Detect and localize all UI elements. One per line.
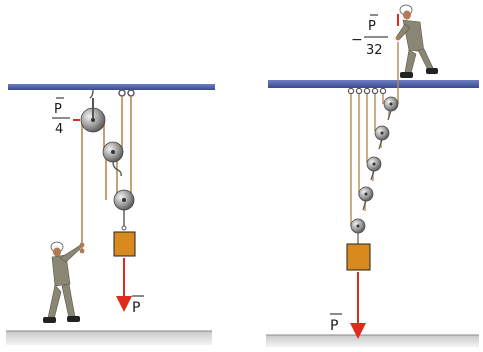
ceiling-beam	[268, 80, 479, 88]
force-fraction: − P 32	[351, 14, 388, 58]
pulley-icon	[374, 125, 390, 150]
ground	[266, 335, 479, 347]
load-label-p: P	[132, 300, 140, 316]
hook-icon	[89, 89, 135, 99]
pulley-icon	[358, 186, 374, 211]
pulley-icon	[350, 218, 366, 244]
force-fraction: P 4	[52, 97, 70, 137]
fraction-denominator: 4	[55, 122, 63, 137]
ground	[6, 331, 212, 345]
fraction-numerator: P	[368, 19, 376, 34]
left-panel: P P 4	[6, 84, 215, 345]
right-panel: P − P 32	[266, 4, 479, 347]
load-icon	[113, 231, 136, 257]
ceiling-beam	[8, 84, 215, 90]
fraction-sign: −	[351, 32, 363, 48]
pulley-icon	[80, 98, 106, 133]
fraction-denominator: 32	[366, 43, 383, 58]
pulley-icon	[102, 141, 124, 177]
load-label-p: P	[330, 318, 338, 334]
hook-icon	[347, 87, 387, 95]
pulley-icon	[383, 96, 399, 121]
fraction-numerator: P	[54, 102, 62, 117]
load-icon	[346, 243, 371, 271]
worker-icon	[395, 4, 438, 78]
worker-icon	[43, 241, 85, 323]
pulley-icon	[366, 156, 382, 181]
rope	[350, 42, 399, 227]
pulley-icon	[113, 189, 135, 231]
